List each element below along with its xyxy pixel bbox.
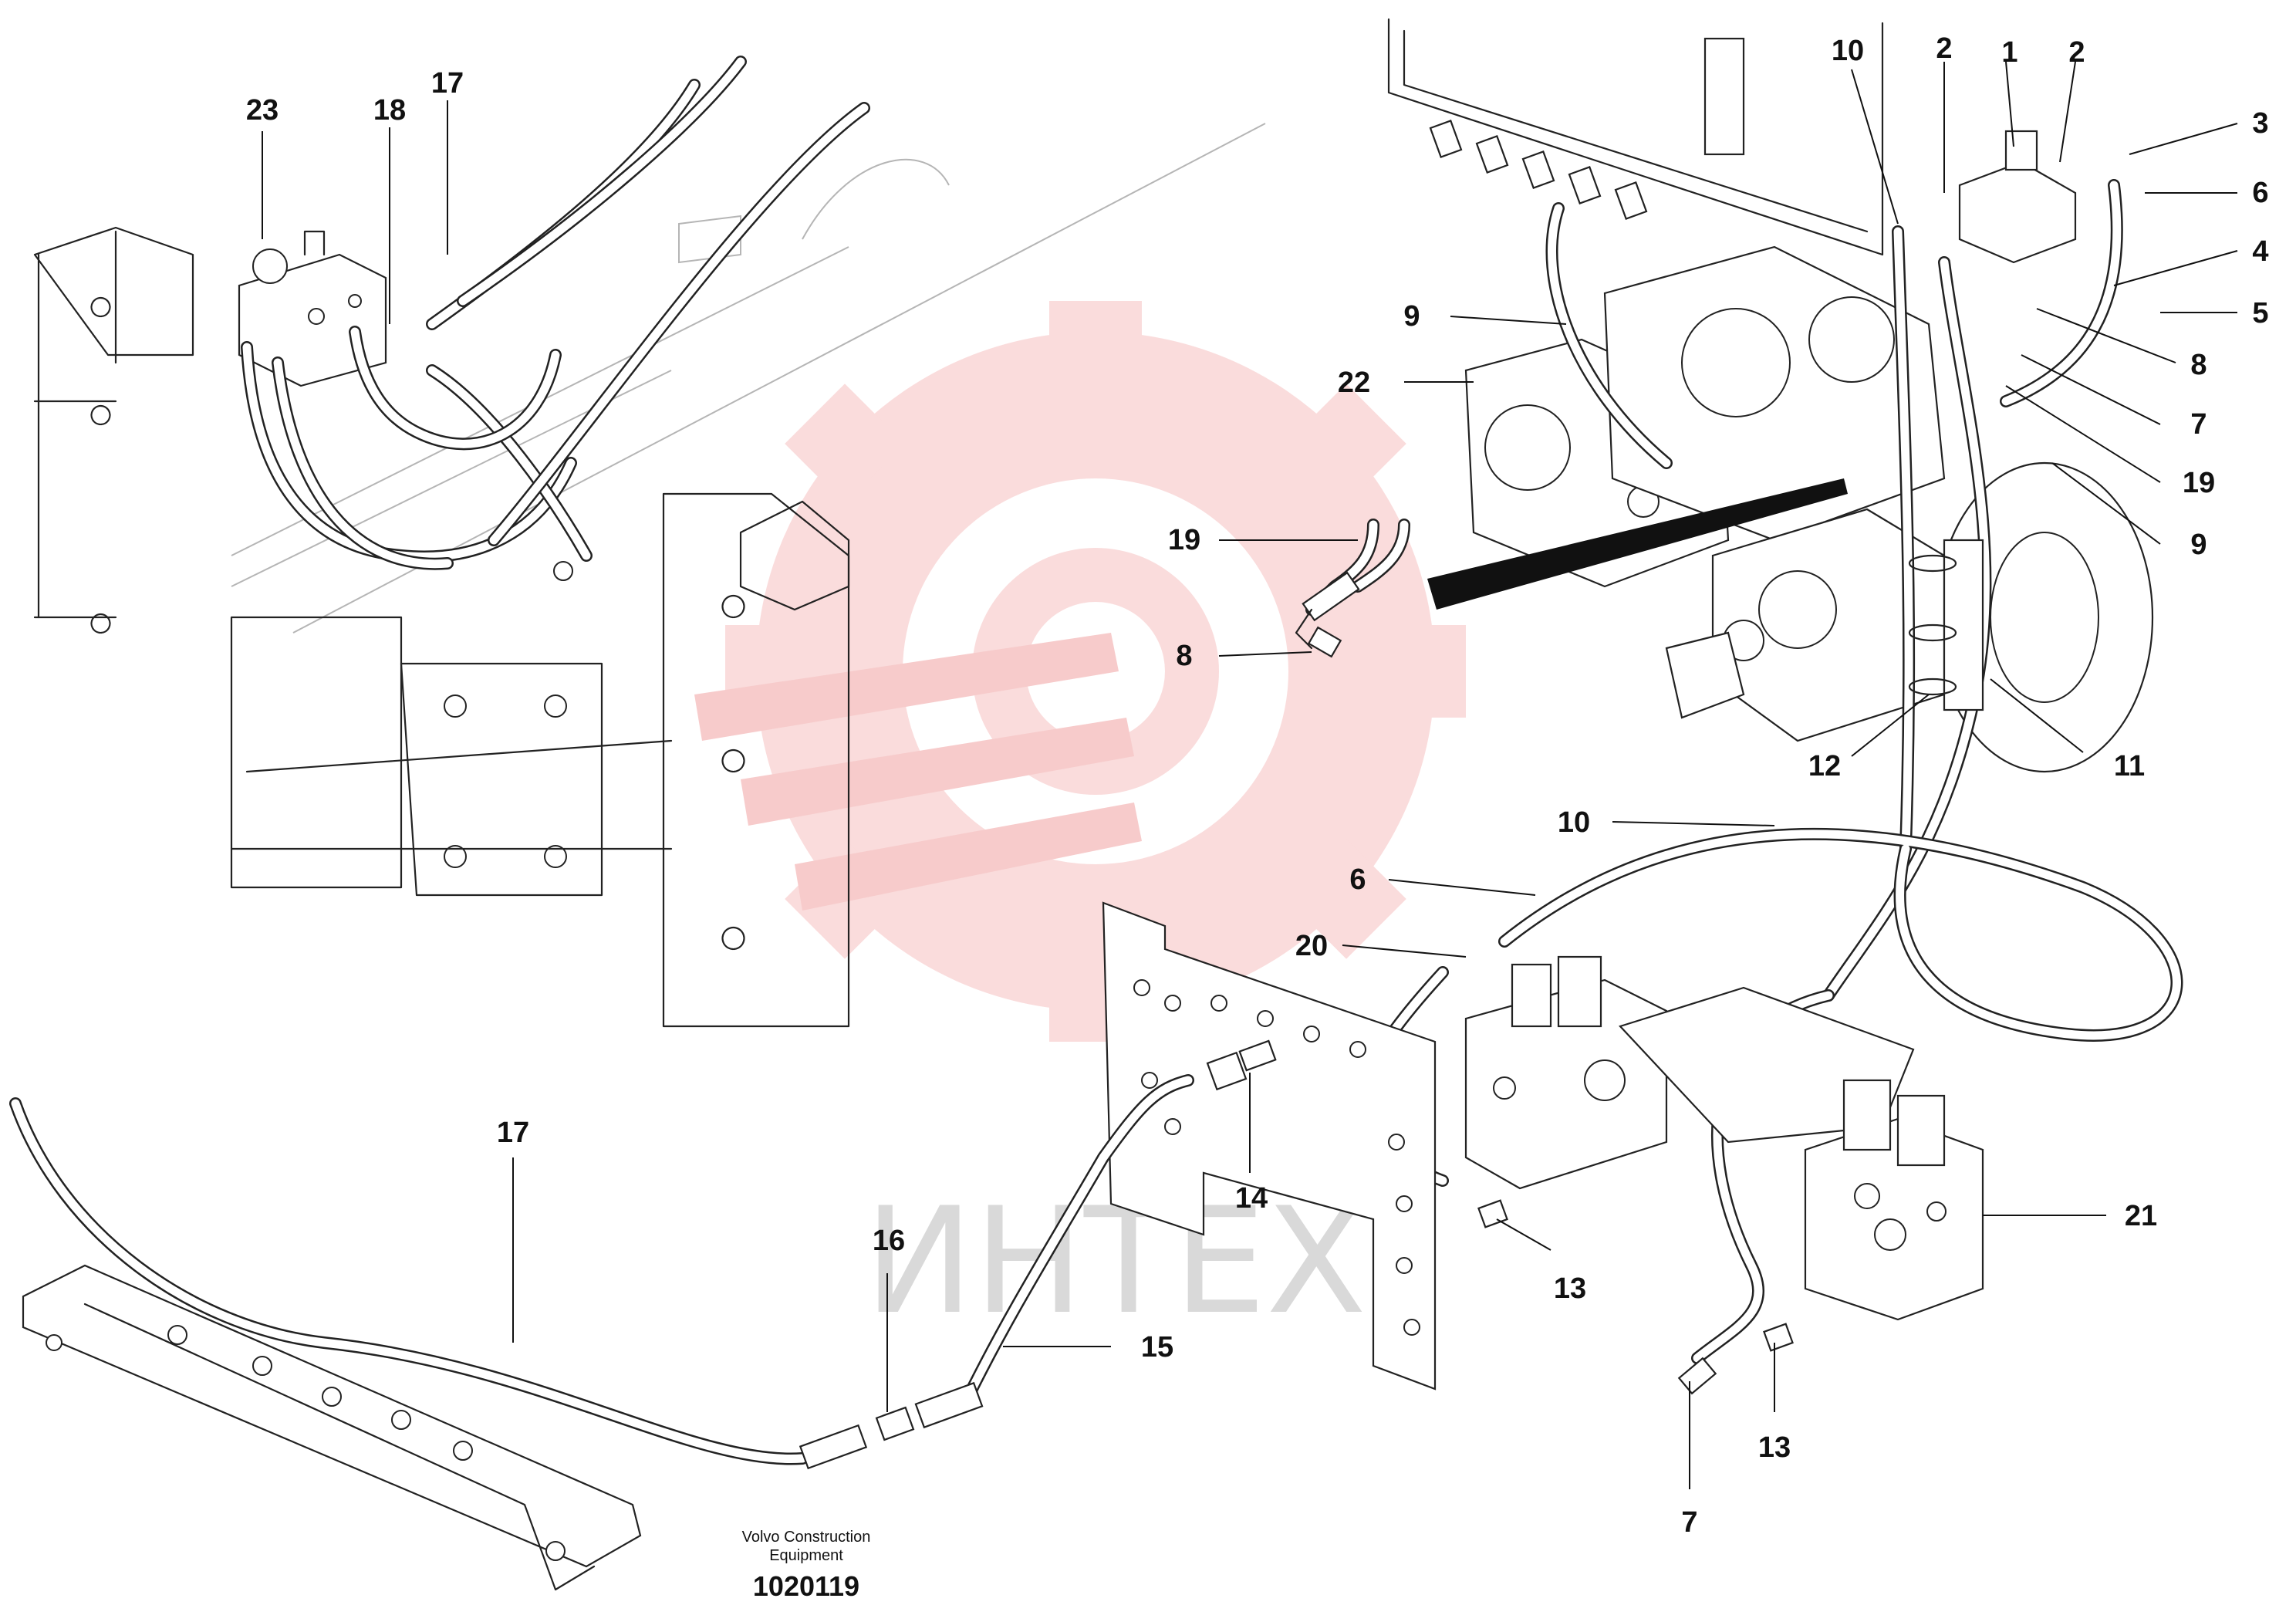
- callout-13-left: 13: [1554, 1272, 1586, 1305]
- callout-14: 14: [1235, 1182, 1268, 1215]
- callout-11: 11: [2114, 750, 2145, 782]
- upper-left-assembly: [33, 56, 1266, 1028]
- callout-6-right: 6: [2252, 177, 2268, 209]
- callout-8-mid: 8: [1176, 640, 1192, 672]
- detail-hose-19: [1295, 519, 1410, 658]
- fitting-row: [1429, 120, 1648, 220]
- callout-13-bottom: 13: [1758, 1431, 1791, 1464]
- drawing-number: 1020119: [753, 1570, 859, 1602]
- callout-7-right: 7: [2190, 408, 2207, 441]
- callout-15: 15: [1141, 1331, 1173, 1363]
- callout-17-top: 17: [431, 67, 464, 100]
- callout-2-right: 2: [2068, 36, 2085, 69]
- leader-lines: [262, 61, 2238, 1489]
- callout-20: 20: [1295, 930, 1328, 962]
- callout-2-left: 2: [1936, 32, 1952, 65]
- callout-19-right: 19: [2183, 467, 2215, 499]
- upper-right-assembly: [1387, 18, 2154, 1002]
- watermark-gear-logo: [694, 301, 1466, 1042]
- callout-21: 21: [2125, 1200, 2157, 1232]
- callout-23: 23: [246, 94, 279, 127]
- valve-block-21: [1804, 1079, 1984, 1321]
- callout-10-mid: 10: [1558, 806, 1590, 839]
- drawing-caption: Volvo Construction Equipment 1020119: [742, 1529, 871, 1602]
- callout-7-bottom: 7: [1681, 1506, 1697, 1539]
- hose-17-15: [9, 1039, 1277, 1470]
- callout-10-top: 10: [1832, 35, 1864, 67]
- fitting-13-bottom: [1763, 1323, 1794, 1352]
- callout-8-right: 8: [2190, 349, 2207, 381]
- caption-line1: Volvo Construction: [742, 1529, 871, 1546]
- callout-9-left: 9: [1403, 300, 1420, 333]
- callout-5: 5: [2252, 297, 2268, 329]
- callout-12: 12: [1808, 750, 1841, 782]
- callout-17-bottom: 17: [497, 1117, 529, 1149]
- callout-16: 16: [873, 1225, 905, 1257]
- callout-19-mid: 19: [1168, 524, 1200, 556]
- callout-labels: 23 18 17 10 2 1 2 3 6 4 5 8 7 19 9 9 22 …: [246, 32, 2269, 1539]
- callout-22: 22: [1338, 367, 1370, 399]
- bracket-plate: [1102, 901, 1437, 1391]
- callout-3: 3: [2252, 107, 2268, 140]
- fitting-7-bottom: [1677, 1357, 1717, 1395]
- lower-left-beam: [22, 1264, 642, 1591]
- callout-1: 1: [2001, 36, 2017, 69]
- callout-9-right: 9: [2190, 529, 2207, 561]
- callout-18: 18: [373, 94, 406, 127]
- callout-4: 4: [2252, 235, 2268, 268]
- valve-block-center: [1464, 955, 1915, 1190]
- caption-line2: Equipment: [769, 1547, 843, 1564]
- callout-6-mid: 6: [1349, 863, 1366, 896]
